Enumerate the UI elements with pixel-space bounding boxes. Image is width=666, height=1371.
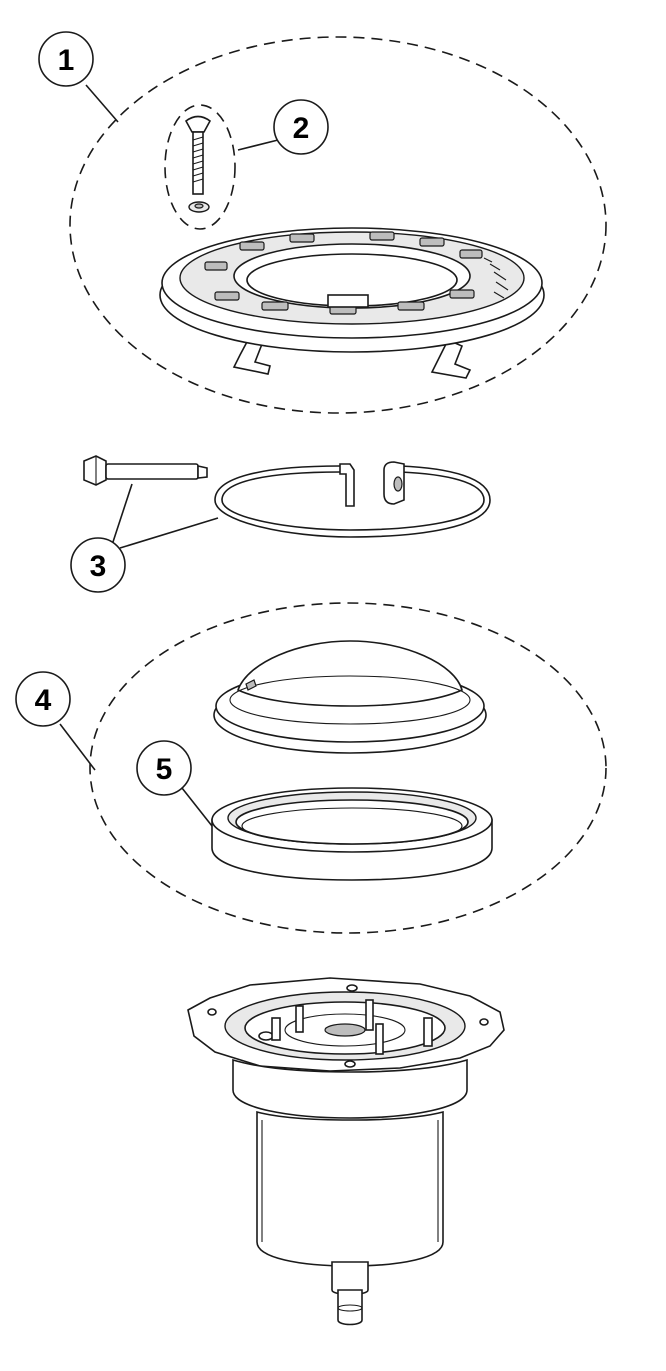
- light-niche-housing: [187, 977, 505, 1326]
- group-2-dashed-boundary: [164, 104, 236, 230]
- face-ring: [159, 227, 545, 379]
- retaining-bolt: [83, 455, 208, 486]
- callout-5: 5: [136, 740, 213, 827]
- callout-3: 3: [70, 537, 126, 593]
- callout-2: 2: [237, 99, 329, 155]
- group-4-dashed-boundary: [89, 602, 607, 934]
- callout-5-label: 5: [156, 753, 173, 786]
- callout-1: 1: [38, 31, 119, 123]
- callout-2-label: 2: [293, 112, 310, 145]
- leader-3-to-ring: [119, 517, 219, 549]
- callout-4-label: 4: [35, 684, 52, 717]
- lens-gasket: [211, 787, 493, 881]
- callout-4: 4: [15, 671, 96, 771]
- retaining-wire-ring: [214, 461, 491, 538]
- callout-1-label: 1: [58, 44, 75, 77]
- leader-3-to-bolt: [111, 483, 133, 546]
- group-1-dashed-boundary: [69, 36, 607, 414]
- group-4-lens-assembly: [89, 602, 607, 934]
- group-1-face-ring-assembly: [69, 36, 607, 414]
- face-ring-screw: [184, 115, 212, 213]
- callout-3-label: 3: [90, 550, 107, 583]
- dome-lens: [213, 640, 487, 754]
- group-3-retaining-ring-and-bolt: [83, 455, 491, 549]
